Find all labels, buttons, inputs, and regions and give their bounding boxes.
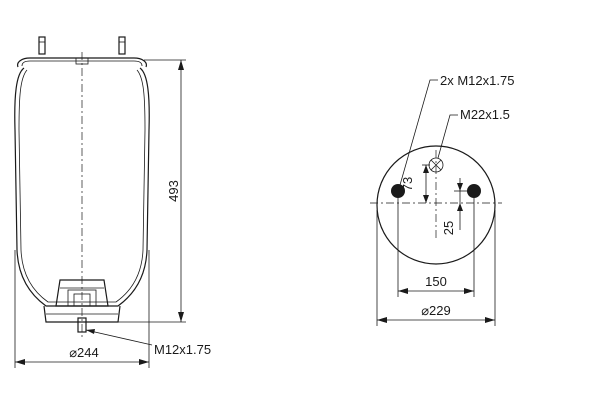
thread-leader: M12x1.75 (85, 329, 211, 357)
top-plate-circle (376, 145, 496, 265)
stud-offset-dimension: 25 (441, 178, 468, 235)
top-stud-right (118, 36, 126, 55)
fitting-offset-dimension: 73 (400, 164, 430, 203)
air-fitting-label: M22x1.5 (460, 107, 510, 122)
top-view: 2x M12x1.75 M22x1.5 73 25 (370, 73, 514, 326)
plate-diameter-dimension: ⌀229 (376, 210, 496, 326)
studs-leader: 2x M12x1.75 (399, 73, 514, 186)
top-stud-left (38, 36, 46, 55)
stud-right (467, 184, 481, 198)
fitting-offset-label: 73 (400, 177, 415, 191)
diameter-dimension: ⌀244 (14, 250, 150, 368)
plate-diameter-label: ⌀229 (421, 303, 451, 318)
air-fitting-leader: M22x1.5 (437, 107, 510, 159)
stud-spacing-dimension: 150 (397, 198, 475, 297)
diameter-label: ⌀244 (69, 345, 99, 360)
side-view: 493 ⌀244 M12x1.75 (14, 36, 211, 368)
thread-label: M12x1.75 (154, 342, 211, 357)
stud-offset-label: 25 (441, 221, 456, 235)
height-label: 493 (166, 180, 181, 202)
stud-left (391, 184, 405, 198)
height-dimension: 493 (118, 59, 186, 323)
studs-label: 2x M12x1.75 (440, 73, 514, 88)
stud-spacing-label: 150 (425, 274, 447, 289)
